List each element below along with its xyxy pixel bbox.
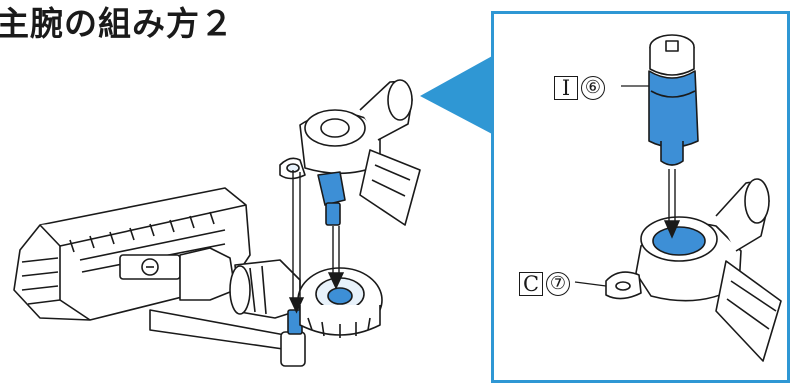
leader-line-c: [575, 282, 606, 286]
callout-tag-c: C ⑦: [519, 272, 570, 296]
step-number-circle-6: ⑥: [581, 76, 605, 100]
part-letter-box-c: C: [519, 272, 543, 296]
swivel-base-part-c: [606, 179, 781, 361]
step-number-circle-7: ⑦: [546, 272, 570, 296]
detail-illustration: [491, 11, 790, 383]
detail-assembly-arrow: [665, 169, 679, 237]
part-letter-box-i: I: [554, 76, 578, 100]
detail-callout-panel: I ⑥ C ⑦: [491, 11, 790, 383]
callout-tag-i: I ⑥: [554, 76, 605, 100]
peg-part-i: [649, 35, 698, 165]
